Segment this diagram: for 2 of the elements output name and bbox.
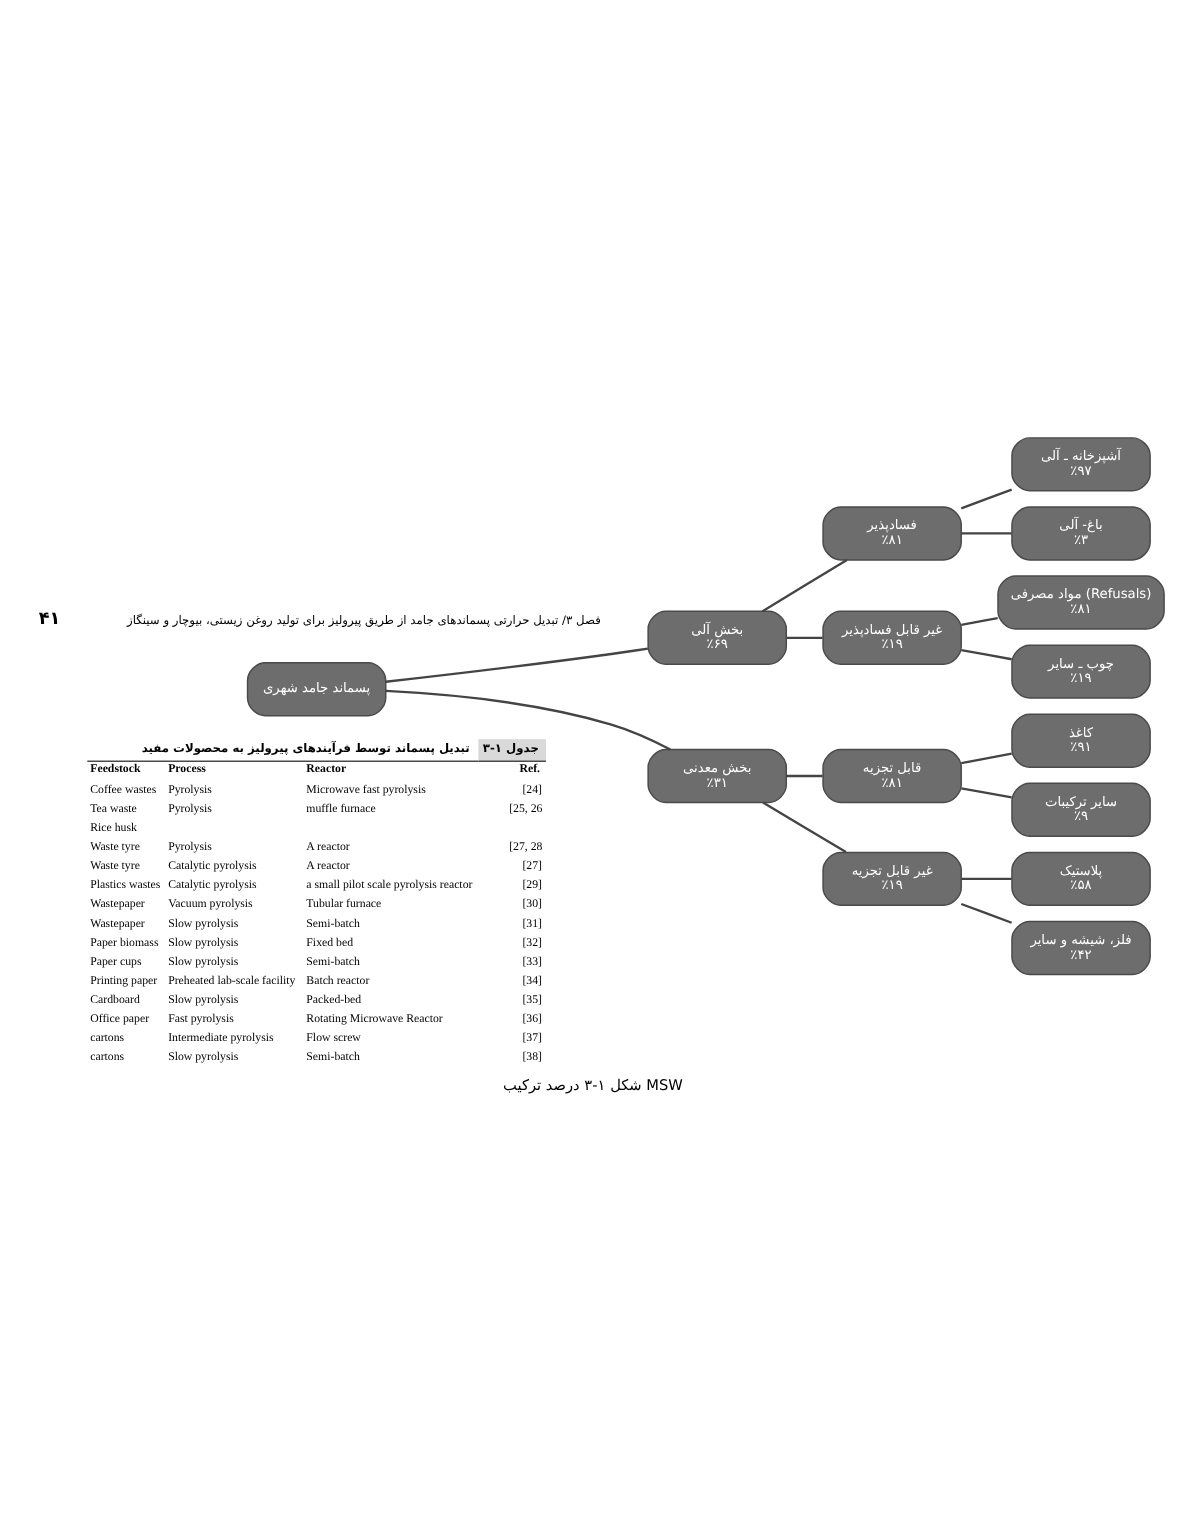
caption: شکل ۱-۳ درصد ترکیب MSW [503, 1074, 683, 1093]
label: ۴۱ [38, 608, 61, 629]
